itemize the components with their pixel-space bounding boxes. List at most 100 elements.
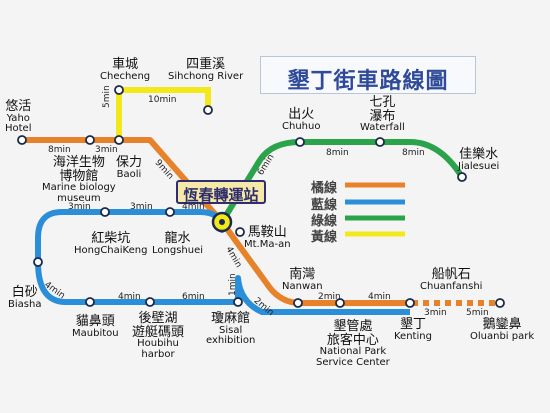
station-dot-maan[interactable]: [235, 227, 245, 237]
station-zh: 出火: [288, 107, 315, 122]
segment-time: 2min: [318, 292, 341, 302]
station-zh: 後壁湖: [138, 311, 178, 326]
segment-time: 10min: [148, 95, 177, 105]
station-dot-sisal[interactable]: [233, 297, 243, 307]
station-dot-checheng[interactable]: [114, 85, 124, 95]
hub-label-box[interactable]: 恆春轉運站: [176, 180, 266, 204]
station-label-oluanbi: 鵝鑾鼻 Oluanbi park: [470, 318, 534, 342]
station-en: exhibition: [206, 335, 256, 347]
segment-time: 8min: [402, 148, 425, 158]
station-markers: [17, 85, 505, 308]
station-zh: 鵝鑾鼻: [482, 317, 522, 332]
station-label-hongchaikeng: 紅柴坑 HongChaiKeng: [74, 232, 147, 256]
station-en: Service Center: [316, 356, 390, 368]
segment-time: 8min: [48, 145, 71, 155]
station-dot-waterfall[interactable]: [375, 137, 385, 147]
station-dot-nanwan[interactable]: [293, 298, 303, 308]
station-label-checheng: 車城 Checheng: [100, 58, 150, 82]
station-zh: 七孔: [369, 95, 396, 110]
station-en: Sihchong River: [168, 70, 244, 82]
station-en: Marine biology: [42, 182, 116, 194]
station-zh: 海洋生物: [52, 155, 105, 170]
station-en: harbor: [141, 348, 175, 360]
station-label-sihchong: 四重溪 Sihchong River: [168, 58, 243, 82]
map-title: 墾丁街車路線圖: [287, 69, 449, 94]
station-dot-maubitou[interactable]: [85, 297, 95, 307]
station-en: Biasha: [8, 298, 42, 310]
station-en: Maubitou: [72, 327, 119, 339]
station-label-chuhuo: 出火 Chuhuo: [282, 108, 320, 132]
station-zh: 博物館: [59, 168, 99, 184]
legend-blue: 藍線: [311, 198, 338, 213]
station-label-baoli: 保力 Baoli: [116, 156, 142, 180]
station-zh: 瓊麻館: [211, 311, 251, 326]
station-dot-kenting[interactable]: [405, 298, 415, 308]
legend-orange: 橘線: [311, 181, 338, 196]
station-dot-npsc[interactable]: [335, 298, 345, 308]
segment-time: 6min: [182, 292, 205, 302]
legend-yellow: 黃線: [311, 230, 338, 245]
station-label-maubitou: 貓鼻頭 Maubitou: [72, 315, 119, 339]
station-dot-marine[interactable]: [85, 135, 95, 145]
yellow-line-route: [116, 87, 211, 141]
station-label-yaho: 悠活 Yaho Hotel: [5, 100, 32, 135]
station-zh: 南灣: [289, 267, 316, 282]
station-dot-hongchaikeng[interactable]: [100, 207, 110, 217]
segment-time: 3min: [130, 202, 153, 212]
station-label-waterfall: 七孔 瀑布 Waterfall: [360, 96, 405, 134]
station-label-npsc: 墾管處 旅客中心 National Park Service Center: [316, 320, 390, 368]
station-dot-houbihu[interactable]: [145, 297, 155, 307]
station-en: Baoli: [116, 168, 142, 180]
station-en: Nanwan: [282, 280, 323, 292]
station-zh: 紅柴坑: [91, 231, 131, 246]
station-en: Houbihu: [137, 338, 179, 350]
station-label-longshuei: 龍水 Longshuei: [152, 232, 203, 256]
station-en: National Park: [319, 346, 387, 358]
station-dot-oluanbi[interactable]: [495, 298, 505, 308]
segment-time: 3min: [95, 145, 118, 155]
station-en: Sisal: [219, 324, 243, 336]
station-en: Checheng: [100, 70, 151, 82]
station-en: Hotel: [5, 123, 32, 135]
station-en: museum: [57, 192, 101, 204]
station-zh: 墾管處: [333, 319, 373, 334]
station-en: Jialesuei: [458, 160, 500, 172]
station-dot-biasha[interactable]: [33, 257, 43, 267]
station-label-maan: 馬鞍山 Mt.Ma-an: [244, 226, 291, 250]
station-label-sisal: 瓊麻館 Sisal exhibition: [206, 312, 255, 347]
segment-time: 4min: [118, 292, 141, 302]
station-label-marine: 海洋生物 博物館 Marine biology museum: [42, 156, 116, 204]
station-zh: 龍水: [164, 231, 191, 246]
segment-time: 4min: [368, 292, 391, 302]
station-zh: 馬鞍山: [247, 225, 287, 240]
station-en: Yaho: [6, 112, 30, 124]
station-zh: 四重溪: [186, 57, 226, 72]
station-dot-chuhuo[interactable]: [295, 137, 305, 147]
hub-label: 恆春轉運站: [183, 186, 259, 204]
station-dot-jialesuei[interactable]: [457, 172, 467, 182]
station-zh: 車城: [112, 57, 139, 72]
green-line-route: [219, 139, 465, 225]
station-label-chuanfanshi: 船帆石 Chuanfanshi: [420, 268, 482, 292]
station-label-houbihu: 後壁湖 遊艇碼頭 Houbihu harbor: [132, 312, 184, 360]
station-en: Chuhuo: [282, 120, 321, 132]
station-zh: 悠活: [5, 99, 32, 114]
station-en: Kenting: [394, 330, 432, 342]
station-zh: 佳樂水: [459, 147, 499, 162]
station-dot-sihchong[interactable]: [203, 105, 213, 115]
station-en: Waterfall: [360, 122, 405, 134]
station-en: Oluanbi park: [470, 330, 535, 342]
title-box: 墾丁街車路線圖: [260, 56, 476, 94]
segment-time: 3min: [424, 308, 447, 318]
station-zh: 保力: [116, 155, 143, 170]
segment-time: 5min: [466, 308, 489, 318]
segment-time: 5min: [102, 85, 112, 108]
station-en: Mt.Ma-an: [244, 238, 291, 250]
segment-time: 1min: [228, 273, 238, 296]
station-dot-longshuei[interactable]: [165, 207, 175, 217]
segment-time: 8min: [326, 148, 349, 158]
station-dot-yaho[interactable]: [17, 135, 27, 145]
station-zh: 貓鼻頭: [75, 314, 115, 329]
station-dot-baoli[interactable]: [114, 135, 124, 145]
